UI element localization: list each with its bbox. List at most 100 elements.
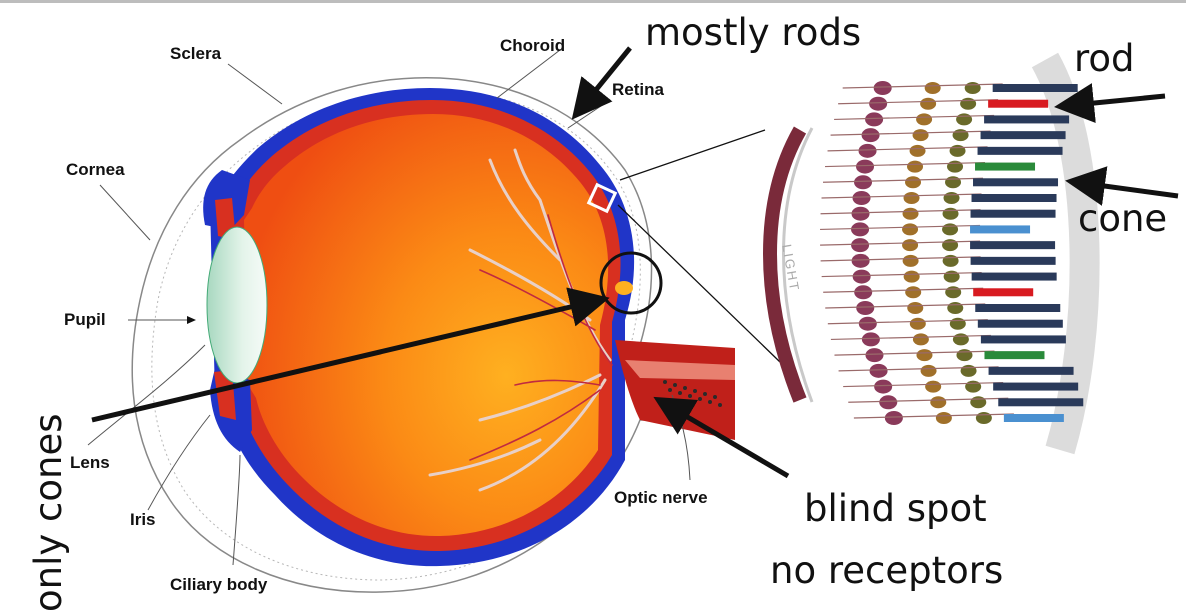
- cell-body: [930, 396, 946, 408]
- cell-body: [913, 333, 929, 345]
- cone-cell: [975, 163, 1035, 171]
- cell-body: [865, 348, 883, 362]
- cell-body: [851, 238, 869, 252]
- cell-body: [859, 144, 877, 158]
- cell-body: [853, 270, 871, 284]
- rod-cell: [981, 131, 1066, 139]
- cell-body: [874, 380, 892, 394]
- cell-body: [856, 301, 874, 315]
- cell-body: [944, 271, 960, 283]
- rod-cell: [978, 147, 1063, 155]
- cell-body: [947, 161, 963, 173]
- cell-body: [961, 365, 977, 377]
- cell-body: [916, 349, 932, 361]
- cell-body: [956, 113, 972, 125]
- rod-annotation: rod: [1074, 40, 1135, 77]
- cone-cell: [984, 351, 1044, 359]
- cell-body: [943, 208, 959, 220]
- cell-body: [907, 302, 923, 314]
- mostly-rods-annotation: mostly rods: [645, 14, 861, 51]
- retina-label: Retina: [612, 80, 664, 100]
- cell-body: [945, 286, 961, 298]
- cell-body: [942, 239, 958, 251]
- cell-body: [879, 395, 897, 409]
- zoom-line-top: [620, 130, 765, 180]
- lens-shape: [207, 227, 267, 383]
- lens-label: Lens: [70, 453, 110, 473]
- rod-cell: [993, 84, 1078, 92]
- only-cones-annotation: only cones: [30, 414, 67, 613]
- blind-spot-annotation: blind spot: [804, 490, 987, 527]
- rod-cell: [972, 273, 1057, 281]
- ciliary-body-label: Ciliary body: [170, 575, 267, 595]
- cell-body: [953, 129, 969, 141]
- cell-body: [965, 381, 981, 393]
- cell-body: [870, 364, 888, 378]
- optic-nerve-label: Optic nerve: [614, 488, 708, 508]
- pupil-label: Pupil: [64, 310, 106, 330]
- cell-body: [904, 271, 920, 283]
- cell-body: [903, 255, 919, 267]
- cell-body: [869, 97, 887, 111]
- cell-body: [885, 411, 903, 425]
- retina-cell-layers: [770, 60, 1085, 450]
- cell-body: [907, 161, 923, 173]
- cell-body: [859, 317, 877, 331]
- cone-cell: [970, 225, 1030, 233]
- vitreous-body: [244, 114, 608, 536]
- rod-cell: [989, 367, 1074, 375]
- cell-body: [956, 349, 972, 361]
- cell-body: [854, 175, 872, 189]
- rod-cell: [972, 194, 1057, 202]
- cell-body: [852, 207, 870, 221]
- cell-body: [950, 145, 966, 157]
- rod-cell: [975, 304, 1060, 312]
- cell-body: [925, 381, 941, 393]
- cone-cell: [973, 288, 1033, 296]
- cell-body: [862, 332, 880, 346]
- cell-body: [953, 333, 969, 345]
- cornea-label: Cornea: [66, 160, 125, 180]
- cell-body: [925, 82, 941, 94]
- cell-body: [944, 192, 960, 204]
- cell-body: [902, 223, 918, 235]
- cell-body: [865, 112, 883, 126]
- cell-body: [905, 176, 921, 188]
- cell-body: [853, 191, 871, 205]
- cell-body: [921, 365, 937, 377]
- rod-cell: [971, 210, 1056, 218]
- cell-body: [904, 192, 920, 204]
- cell-body: [856, 160, 874, 174]
- rod-cell: [970, 241, 1055, 249]
- no-receptors-annotation: no receptors: [770, 552, 1003, 589]
- cell-body: [960, 98, 976, 110]
- cell-body: [970, 396, 986, 408]
- cell-body: [903, 208, 919, 220]
- cell-body: [947, 302, 963, 314]
- cell-body: [910, 318, 926, 330]
- cell-body: [851, 222, 869, 236]
- cell-body: [943, 255, 959, 267]
- cell-body: [913, 129, 929, 141]
- cell-body: [942, 223, 958, 235]
- cell-body: [862, 128, 880, 142]
- cell-body: [905, 286, 921, 298]
- sclera-label: Sclera: [170, 44, 221, 64]
- cell-body: [950, 318, 966, 330]
- cone-annotation: cone: [1078, 200, 1167, 237]
- cell-body: [965, 82, 981, 94]
- cone-cell: [988, 100, 1048, 108]
- rod-cell: [978, 320, 1063, 328]
- cell-body: [910, 145, 926, 157]
- cell-body: [874, 81, 892, 95]
- cell-body: [920, 98, 936, 110]
- rod-cell: [973, 178, 1058, 186]
- cell-body: [916, 113, 932, 125]
- rod-cell: [981, 335, 1066, 343]
- rod-cell: [971, 257, 1056, 265]
- cell-body: [945, 176, 961, 188]
- rod-cell: [993, 383, 1078, 391]
- cell-body: [902, 239, 918, 251]
- cell-body: [852, 254, 870, 268]
